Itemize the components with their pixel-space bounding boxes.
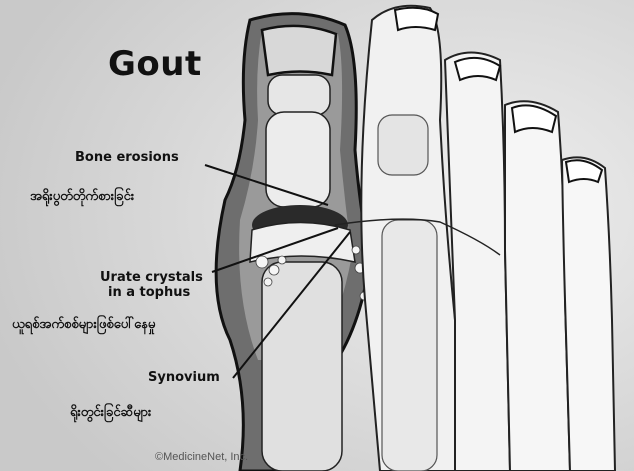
big-toe-nail — [262, 26, 336, 75]
label-bone-erosions-my: အရိုးပွတ်တိုက်စားခြင်း — [30, 188, 134, 207]
label-synovium-my: ရိုးတွင်းခြင်ဆီများ — [70, 404, 151, 423]
fourth-toe — [505, 101, 570, 471]
label-urate-crystals-line2: in a tophus — [108, 285, 190, 300]
label-urate-crystals-my: ယူရစ်အက်စစ်များဖြစ်ပေါ်နေမှု — [12, 316, 155, 335]
copyright-credit: ©MedicineNet, Inc. — [155, 451, 248, 463]
label-urate-crystals-line1: Urate crystals — [100, 270, 203, 285]
little-toe — [562, 157, 615, 471]
third-toe — [445, 53, 510, 471]
label-synovium: Synovium — [148, 370, 220, 385]
diagram-title: Gout — [108, 44, 202, 84]
label-bone-erosions: Bone erosions — [75, 150, 179, 165]
